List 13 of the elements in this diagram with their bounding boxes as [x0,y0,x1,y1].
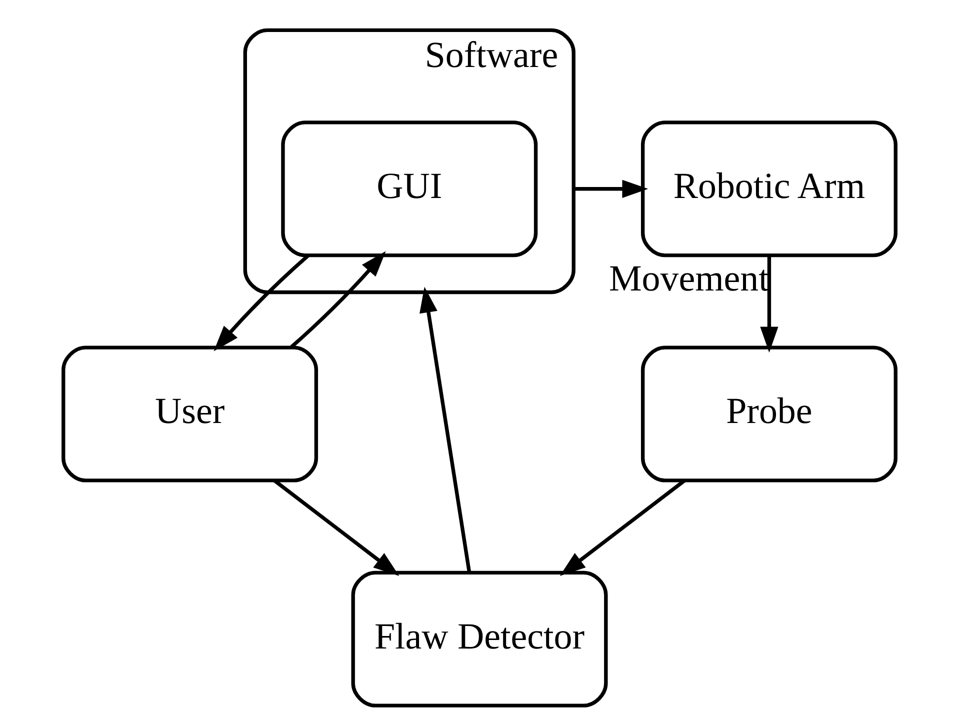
node-box: Robotic Arm [640,120,897,258]
arrow [573,180,648,198]
arrow [290,251,386,348]
edge-label: Movement [608,258,768,299]
arrow [559,479,686,576]
arrow [760,255,778,353]
arrow [419,286,471,573]
node-box: GUI [280,120,538,258]
node-box: Probe [640,346,897,482]
arrow [213,254,310,352]
node-box: Flaw Detector [350,570,608,708]
arrow [272,479,399,576]
node-box: User [61,346,318,482]
